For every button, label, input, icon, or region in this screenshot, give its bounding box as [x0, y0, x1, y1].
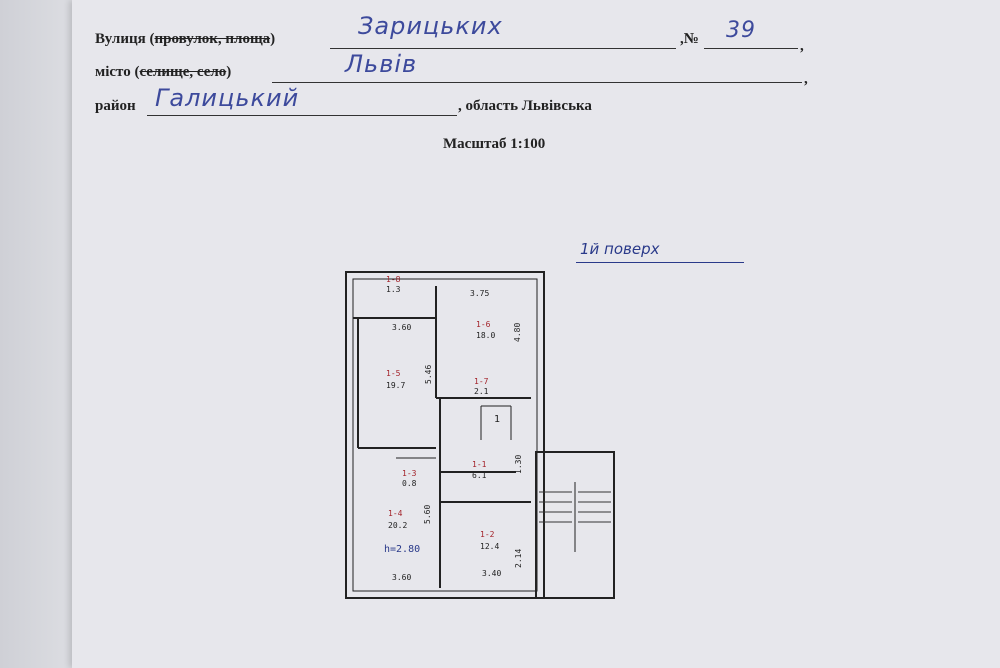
city-underline [272, 82, 802, 83]
region-text: , область Львівська [458, 98, 592, 114]
room-1-id: 1-1 [472, 460, 487, 469]
dim-360-top: 3.60 [392, 323, 411, 332]
room-7-id: 1-7 [474, 377, 489, 386]
city-struck-options: селище, село [139, 64, 227, 80]
street-line: Вулиця (провулок, площа) [95, 31, 275, 48]
room-5-id: 1-5 [386, 369, 401, 378]
room-4-area: 20.2 [388, 521, 407, 530]
dim-480: 4.80 [513, 323, 522, 342]
outer-wall-inner [352, 278, 538, 592]
wc-mark: 1 [494, 414, 500, 425]
dim-375: 3.75 [470, 289, 489, 298]
room-3-id: 1-3 [402, 469, 417, 478]
stair-wall [535, 451, 615, 599]
district-label: район [95, 98, 136, 114]
room-2-id: 1-2 [480, 530, 495, 539]
dim-214: 2.14 [514, 549, 523, 568]
room-2-area: 12.4 [480, 542, 499, 551]
room-4-id: 1-4 [388, 509, 403, 518]
dim-340: 3.40 [482, 569, 501, 578]
street-label: Вулиця ( [95, 31, 155, 47]
city-line: місто (селище, село) [95, 64, 231, 81]
street-underline [330, 48, 676, 49]
dim-546: 5.46 [424, 365, 433, 384]
floor-note: 1й поверх [580, 240, 660, 258]
room-1-area: 6.1 [472, 471, 487, 480]
number-comma: , [800, 38, 804, 54]
dim-360-bottom: 3.60 [392, 573, 411, 582]
street-label-close: ) [270, 31, 276, 47]
city-label-close: ) [226, 64, 232, 80]
floor-plan: 1-8 1.3 1-6 18.0 1-5 19.7 1-7 2.1 1-3 0.… [345, 271, 615, 599]
room-6-area: 18.0 [476, 331, 495, 340]
room-8-id: 1-8 [386, 275, 401, 284]
street-value: Зарицьких [358, 12, 503, 40]
underlying-page [0, 0, 72, 668]
room-8-area: 1.3 [386, 285, 401, 294]
number-label: ,№ [680, 31, 699, 47]
dim-130: 1.30 [514, 455, 523, 474]
district-value: Галицький [155, 84, 300, 112]
district-underline [147, 115, 457, 116]
number-underline [704, 48, 798, 49]
outer-wall [345, 271, 545, 599]
city-value: Львів [345, 50, 418, 78]
scale-label: Масштаб 1:100 [443, 136, 546, 152]
room-5-area: 19.7 [386, 381, 405, 390]
floor-note-underline [576, 262, 744, 263]
room-6-id: 1-6 [476, 320, 491, 329]
ceiling-height: h=2.80 [384, 544, 420, 555]
room-7-area: 2.1 [474, 387, 489, 396]
street-struck-options: провулок, площа [154, 31, 271, 47]
city-comma: , [804, 71, 808, 87]
number-value: 39 [726, 18, 756, 43]
room-3-area: 0.8 [402, 479, 417, 488]
dim-560: 5.60 [423, 505, 432, 524]
city-label: місто ( [95, 64, 140, 80]
